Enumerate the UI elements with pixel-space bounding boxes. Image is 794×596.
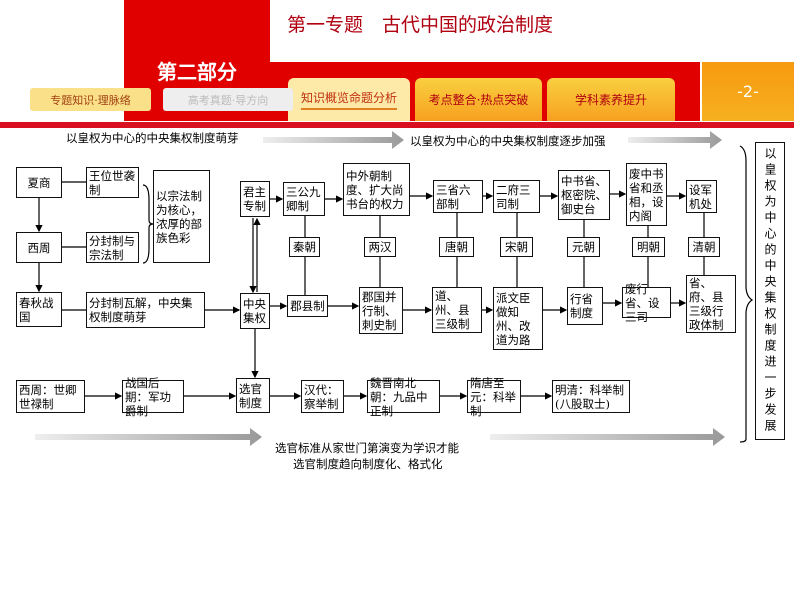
box-dao-zhou-xian: 道、州、县三级制: [432, 287, 482, 333]
subtab-knowledge[interactable]: 专题知识·理脉络: [30, 88, 151, 111]
tab-key-points[interactable]: 考点整合·热点突破: [415, 78, 542, 121]
box-centralization: 中央集权: [240, 293, 270, 329]
tab-label: 知识概览命题分析: [300, 89, 397, 110]
box-autocracy: 君主专制: [240, 181, 270, 217]
box-two-bureaus: 二府三司制: [493, 180, 540, 213]
page-title: 第一专题 古代中国的政治制度: [287, 14, 554, 36]
box-summary: 以皇权为中心的中央集权制度进一步发展: [755, 142, 785, 440]
divider: [0, 122, 794, 128]
box-civil-officials: 派文臣做知州、改道为路: [493, 287, 543, 350]
box-secretariat: 中书省、枢密院、御史台: [558, 170, 610, 220]
box-spring-autumn: 春秋战国: [16, 292, 62, 327]
box-grand-council: 设军机处: [686, 180, 717, 213]
box-three-level-admin: 省、府、县三级行政体制: [686, 275, 736, 333]
box-imperial-exam: 隋唐至元：科举制: [467, 376, 521, 418]
box-inner-outer-court: 中外朝制度、扩大尚书台的权力: [343, 163, 410, 216]
box-ming: 明朝: [632, 237, 665, 257]
page-number: -2-: [702, 62, 794, 121]
box-junguo: 郡国并行制、刺史制: [359, 287, 403, 334]
box-qin: 秦朝: [289, 237, 320, 257]
box-enfeoffment-collapse: 分封制瓦解，中央集权制度萌芽: [86, 292, 205, 328]
box-western-zhou: 西周: [16, 232, 62, 263]
arrow-label-selection-1: 选官标准从家世门第演变为学识才能: [275, 441, 459, 455]
box-eight-legged: 明清：科举制(八股取士): [552, 380, 630, 413]
box-three-lords: 三公九卿制: [283, 182, 325, 216]
box-hereditary-throne: 王位世袭制: [86, 167, 139, 198]
box-qing: 清朝: [688, 237, 720, 257]
box-three-departments: 三省六部制: [433, 180, 483, 213]
box-three-offices: 废行省、设三司: [622, 282, 671, 324]
box-han: 两汉: [364, 237, 396, 257]
box-clan-note: 以宗法制为核心，浓厚的部族色彩: [153, 170, 210, 263]
box-hereditary-office: 西周：世卿世禄制: [16, 380, 85, 413]
box-song: 宋朝: [500, 237, 533, 257]
box-military-merit: 战国后期：军功爵制: [122, 376, 184, 418]
subtab-exam[interactable]: 高考真题·导方向: [163, 88, 293, 111]
box-nine-rank: 魏晋南北朝：九品中正制: [367, 376, 440, 418]
box-province: 行省制度: [567, 287, 603, 325]
tab-overview[interactable]: 知识概览命题分析: [288, 78, 410, 121]
tab-literacy[interactable]: 学科素养提升: [547, 78, 675, 121]
arrow-label-strengthen: 以皇权为中心的中央集权制度逐步加强: [410, 134, 606, 148]
box-commandery: 郡县制: [287, 295, 328, 317]
box-official-selection: 选官制度: [236, 378, 270, 413]
box-recommendation: 汉代：察举制: [301, 380, 344, 413]
box-grand-secretariat: 废中书省和丞相，设内阁: [626, 163, 667, 226]
box-yuan: 元朝: [567, 237, 600, 257]
arrow-label-selection-2: 选官制度趋向制度化、格式化: [293, 457, 443, 471]
arrow-label-sprout: 以皇权为中心的中央集权制度萌芽: [66, 131, 239, 145]
box-tang: 唐朝: [439, 237, 474, 257]
box-xia-shang: 夏商: [16, 167, 62, 198]
box-enfeoffment: 分封制与宗法制: [86, 232, 139, 263]
